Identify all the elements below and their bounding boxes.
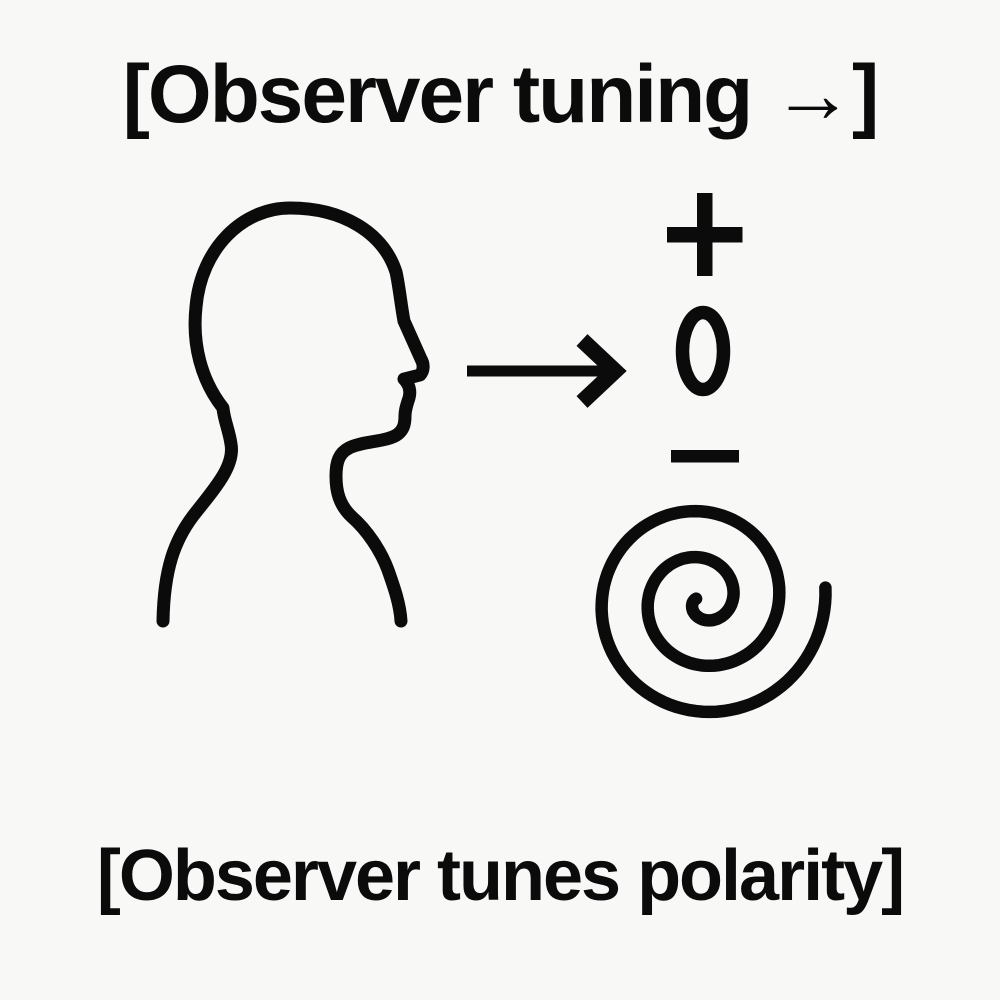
top-caption: [Observer tuning →] [122,49,880,140]
minus-icon [671,450,739,463]
plus-icon [667,193,743,276]
arrow-icon [467,334,627,408]
spiral-icon [595,504,832,719]
plus-horizontal-bar [667,227,743,243]
arrow-head [576,334,627,408]
bottom-caption: [Observer tunes polarity] [96,836,905,916]
head-profile-icon [156,201,430,628]
zero-icon [675,305,731,397]
